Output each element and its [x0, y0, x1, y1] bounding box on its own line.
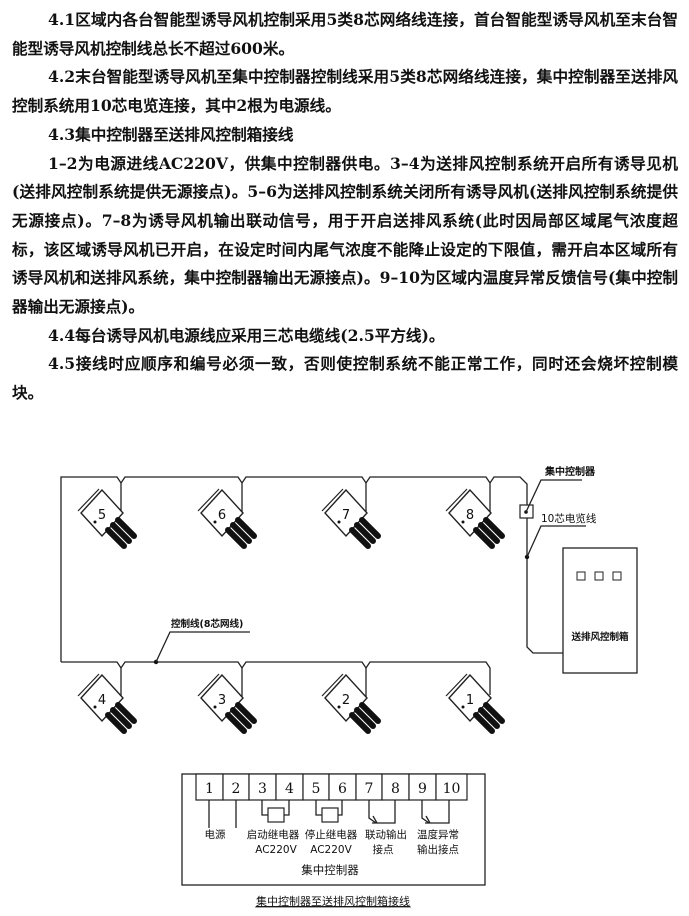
label-link-output: 联动输出 — [365, 828, 407, 841]
label-temp-abnormal: 温度异常 — [417, 828, 459, 841]
control-line-top — [60, 476, 563, 662]
fan-1: 1 — [446, 674, 502, 731]
control-line-bottom — [61, 661, 491, 695]
label-power: 电源 — [205, 828, 226, 841]
terminal-number: 7 — [365, 781, 374, 797]
paragraph-4-4: 4.4每台诱导风机电源线应采用三芯电缆线(2.5平方线)。 — [48, 325, 445, 345]
terminal-cell — [328, 773, 357, 801]
fan-control-box — [562, 547, 638, 674]
central-controller-label: 集中控制器 — [544, 465, 596, 478]
label-stop-relay: 停止继电器 — [305, 828, 358, 841]
label-temp-output: 输出接点 — [417, 843, 459, 856]
diagram-caption: 集中控制器至送排风控制箱接线 — [256, 894, 410, 908]
terminal-number: 1 — [205, 781, 214, 797]
control-line-label: 控制线(8芯网线) — [171, 618, 243, 630]
svg-text:3: 3 — [218, 693, 226, 708]
svg-text:4: 4 — [98, 693, 106, 708]
paragraph-4-5: 4.5接线时应顺序和编号必须一致，否则使控制系统不能正常工作，同时还会烧坏控制模… — [12, 354, 678, 403]
svg-text:5: 5 — [98, 508, 106, 523]
terminal-number: 8 — [391, 781, 400, 797]
paragraph-4-2: 4.2末台智能型诱导风机至集中控制器控制线采用5类8芯网络线连接，集中控制器至送… — [12, 67, 678, 116]
label-start-voltage: AC220V — [255, 844, 297, 856]
svg-text:2: 2 — [342, 693, 350, 708]
terminal-cell — [355, 773, 383, 801]
terminal-number: 9 — [418, 781, 427, 797]
label-controller: 集中控制器 — [301, 863, 359, 877]
terminal-number: 3 — [258, 781, 267, 797]
fan-5: 5 — [78, 489, 134, 546]
label-link-contact: 接点 — [373, 843, 394, 856]
svg-text:6: 6 — [218, 508, 226, 523]
document-text: 4.1区域内各台智能型诱导风机控制采用5类8芯网络线连接，首台智能型诱导风机至末… — [12, 6, 678, 408]
terminal-number: 2 — [232, 781, 241, 797]
terminal-cell — [408, 773, 437, 801]
heading-4-3: 4.3集中控制器至送排风控制箱接线 — [48, 124, 294, 144]
svg-text:8: 8 — [466, 508, 474, 523]
terminal-number: 10 — [443, 781, 461, 797]
terminal-number: 5 — [312, 781, 321, 797]
fan-7: 7 — [322, 489, 378, 546]
fan-6: 6 — [198, 489, 254, 546]
fan-2: 2 — [322, 674, 378, 731]
label-start-relay: 启动继电器 — [247, 828, 300, 841]
paragraph-terminals: 1–2为电源进线AC220V，供集中控制器供电。3–4为送排风控制系统开启所有诱… — [12, 153, 678, 317]
fan-3: 3 — [198, 674, 254, 731]
cable-label: 10芯电览线 — [541, 512, 597, 525]
fan-8: 8 — [446, 489, 502, 546]
label-stop-voltage: AC220V — [310, 844, 352, 856]
fan-control-box-label: 送排风控制箱 — [570, 631, 629, 643]
terminal-number: 6 — [338, 781, 347, 797]
svg-text:1: 1 — [466, 693, 474, 708]
terminal-cell — [435, 773, 468, 801]
terminal-row: 1 2 3 4 5 6 7 8 9 10 — [195, 773, 468, 801]
paragraph-4-1: 4.1区域内各台智能型诱导风机控制采用5类8芯网络线连接，首台智能型诱导风机至末… — [12, 10, 678, 58]
fan-4: 4 — [78, 674, 134, 731]
terminal-number: 4 — [285, 781, 294, 797]
svg-text:7: 7 — [342, 508, 350, 523]
